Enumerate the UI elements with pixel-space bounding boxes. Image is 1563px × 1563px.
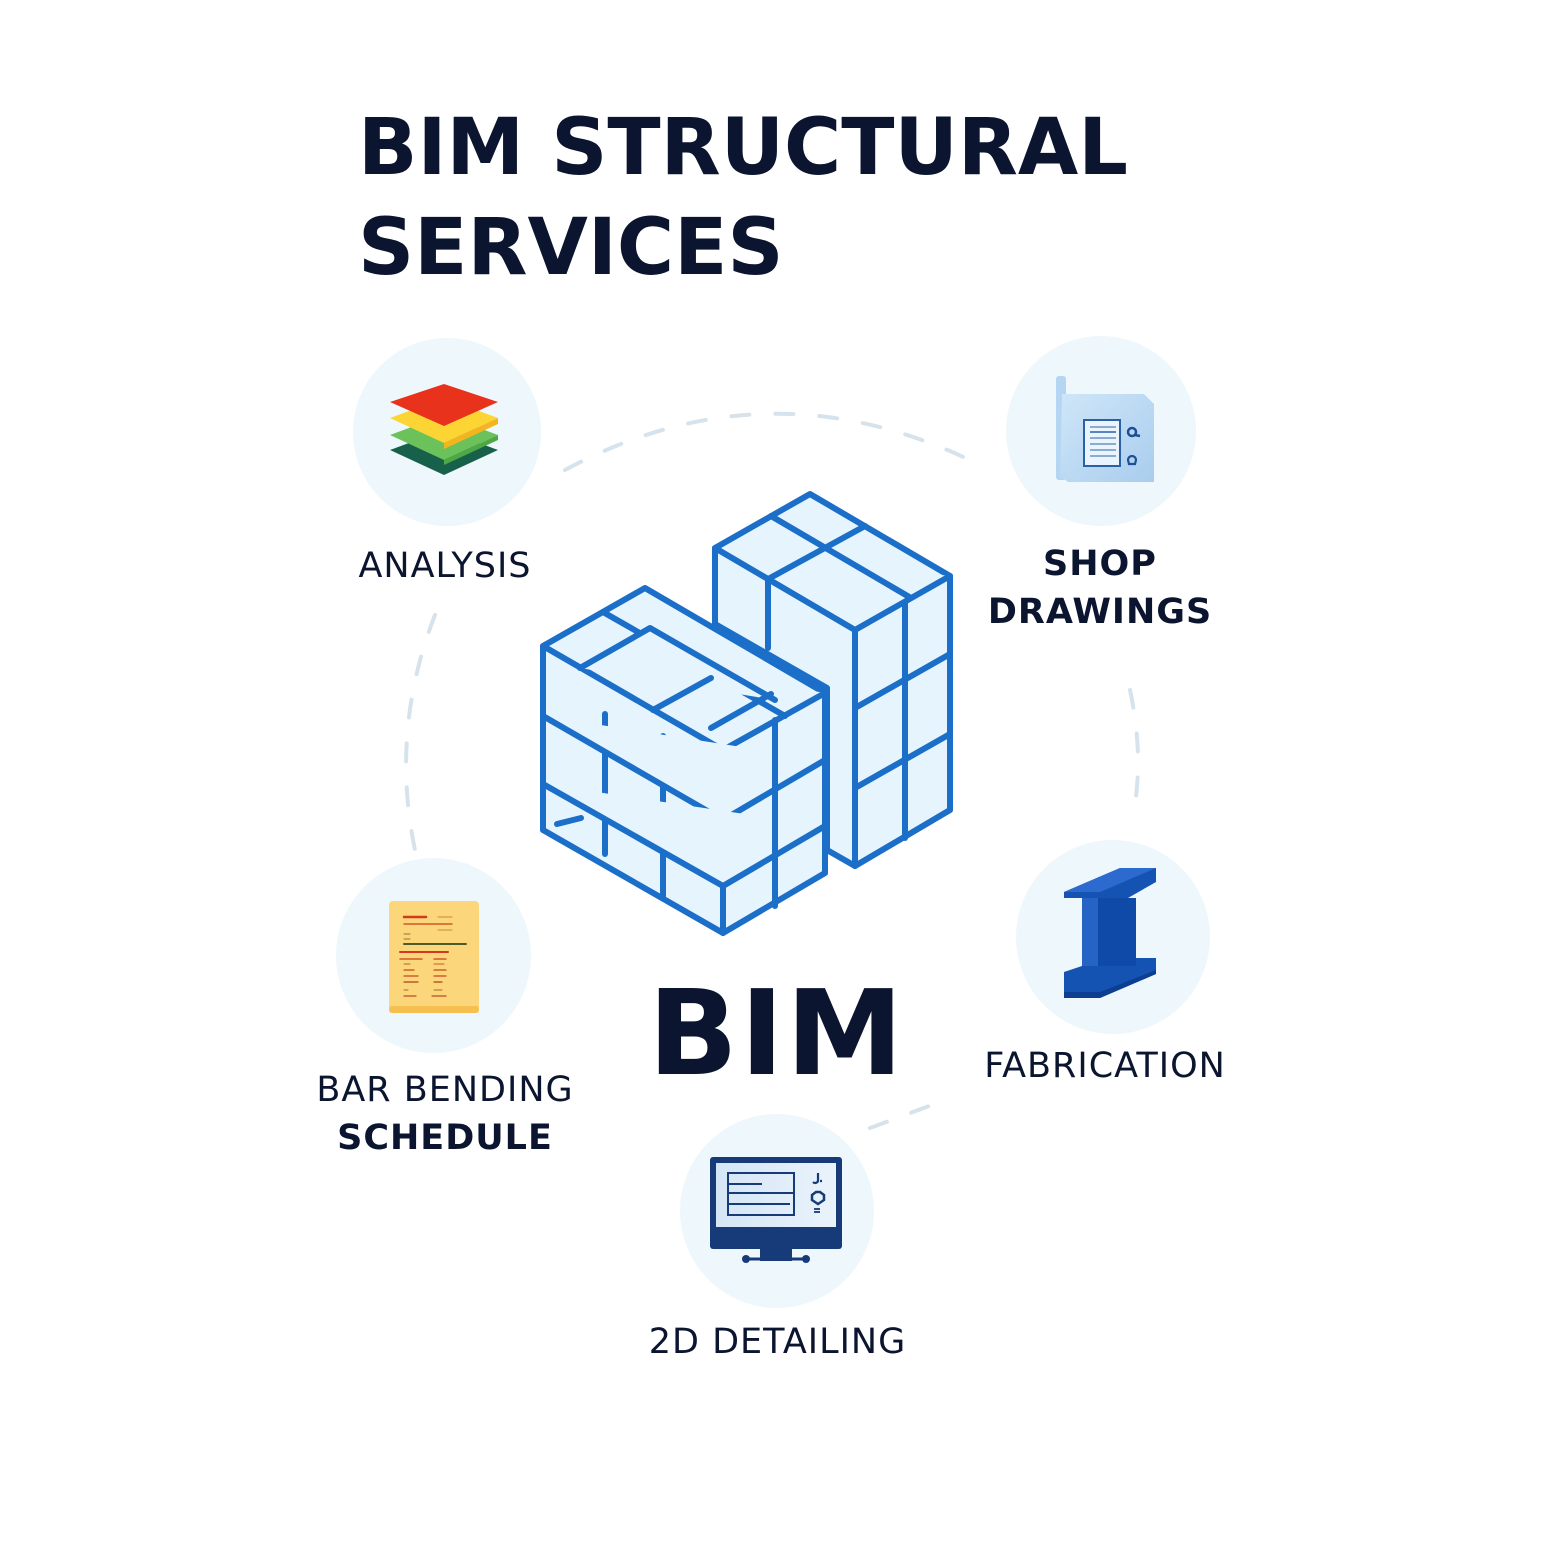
monitor-drawing-icon (710, 1157, 842, 1263)
page-title: BIM STRUCTURAL SERVICES (358, 98, 1128, 298)
title-line-1: BIM STRUCTURAL (358, 103, 1128, 193)
steel-i-beam-icon (1064, 868, 1156, 998)
connector-right-arc (1128, 688, 1140, 822)
schedule-sheet-icon (389, 901, 479, 1013)
blueprint-document-icon (1056, 376, 1154, 482)
fabrication-label: FABRICATION (940, 1042, 1270, 1090)
2d-detailing-label: 2D DETAILING (600, 1318, 955, 1366)
center-bim-label: BIM (648, 964, 906, 1102)
connector-left-arc (404, 613, 437, 852)
2d-detailing-label-line-1: 2D DETAILING (648, 1322, 907, 1362)
analysis-label-line-1: ANALYSIS (358, 546, 532, 586)
shop-drawings-label-line-1: SHOP (1043, 544, 1157, 584)
analysis-label: ANALYSIS (325, 542, 565, 590)
fabrication-label-line-1: FABRICATION (984, 1046, 1226, 1086)
bar-bending-schedule-label: BAR BENDING SCHEDULE (280, 1066, 610, 1162)
title-line-2: SERVICES (358, 203, 784, 293)
bar-bending-schedule-label-line-1: BAR BENDING (316, 1070, 574, 1110)
connector-bottom-arc (868, 1100, 942, 1130)
shop-drawings-label-line-2: DRAWINGS (987, 592, 1213, 632)
layers-stack-icon (390, 384, 498, 475)
building-blocks-icon (540, 491, 953, 936)
shop-drawings-label: SHOP DRAWINGS (970, 540, 1230, 636)
bar-bending-schedule-label-line-2: SCHEDULE (337, 1118, 553, 1158)
connector-top-arc (563, 411, 982, 472)
